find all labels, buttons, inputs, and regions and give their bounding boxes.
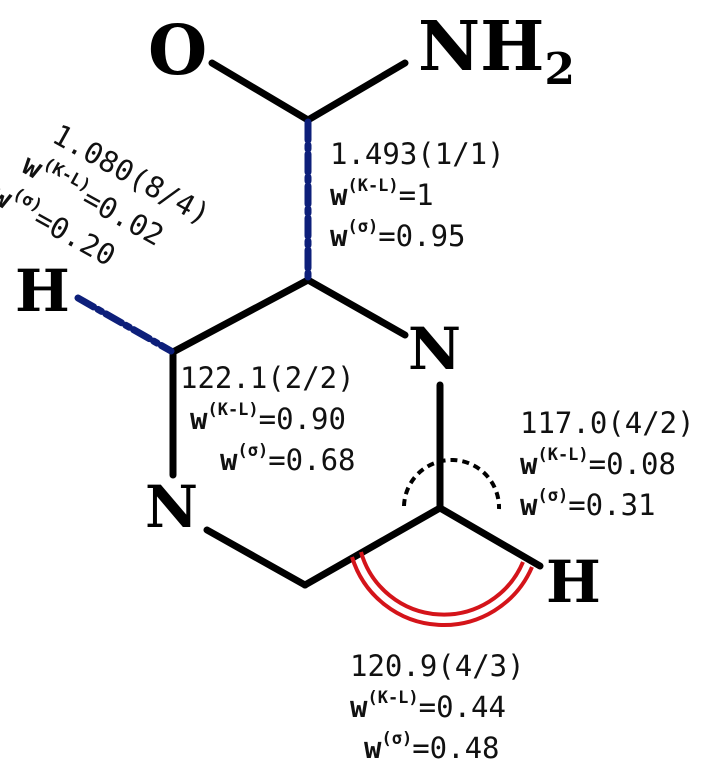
annotation-value: 120.9(4/3) xyxy=(350,649,525,683)
annotation-value: 117.0(4/2) xyxy=(520,406,695,440)
bond-c-nh2 xyxy=(304,59,409,124)
atom-ring-n-right: N xyxy=(408,315,462,383)
annotation-angle-dotted: 117.0(4/2) w(K-L)=0.08 w(σ)=0.31 xyxy=(520,406,695,522)
annotation-value: 122.1(2/2) xyxy=(180,361,355,395)
atom-oxygen: O xyxy=(148,11,208,91)
bond-c5-h xyxy=(436,504,544,570)
atom-ring-n-left: N xyxy=(145,473,199,541)
atom-h-left: H xyxy=(15,257,70,325)
atom-amide-nh2: NH2 xyxy=(418,7,576,95)
angle-arc-red-inner xyxy=(359,551,525,617)
annotation-bond-c-c: 1.493(1/1) w(K-L)=1 w(σ)=0.95 xyxy=(330,137,505,253)
bond-c3-n4 xyxy=(304,276,409,339)
atom-h-right: H xyxy=(546,548,601,616)
bond-c3-c2 xyxy=(169,276,312,356)
annotation-angle-ring: 122.1(2/2) w(K-L)=0.90 w(σ)=0.68 xyxy=(180,361,356,477)
annotation-angle-red: 120.9(4/3) w(K-L)=0.44 w(σ)=0.48 xyxy=(350,649,525,765)
angle-arc-dotted xyxy=(402,458,502,510)
bond-c-h-highlight xyxy=(74,294,175,355)
annotation-value: 1.493(1/1) xyxy=(330,137,505,171)
bond-n1-c6 xyxy=(203,526,309,589)
bond-c-o xyxy=(208,59,312,124)
angle-arc-red-outer xyxy=(350,556,534,628)
bond-c6-c5 xyxy=(301,504,444,589)
